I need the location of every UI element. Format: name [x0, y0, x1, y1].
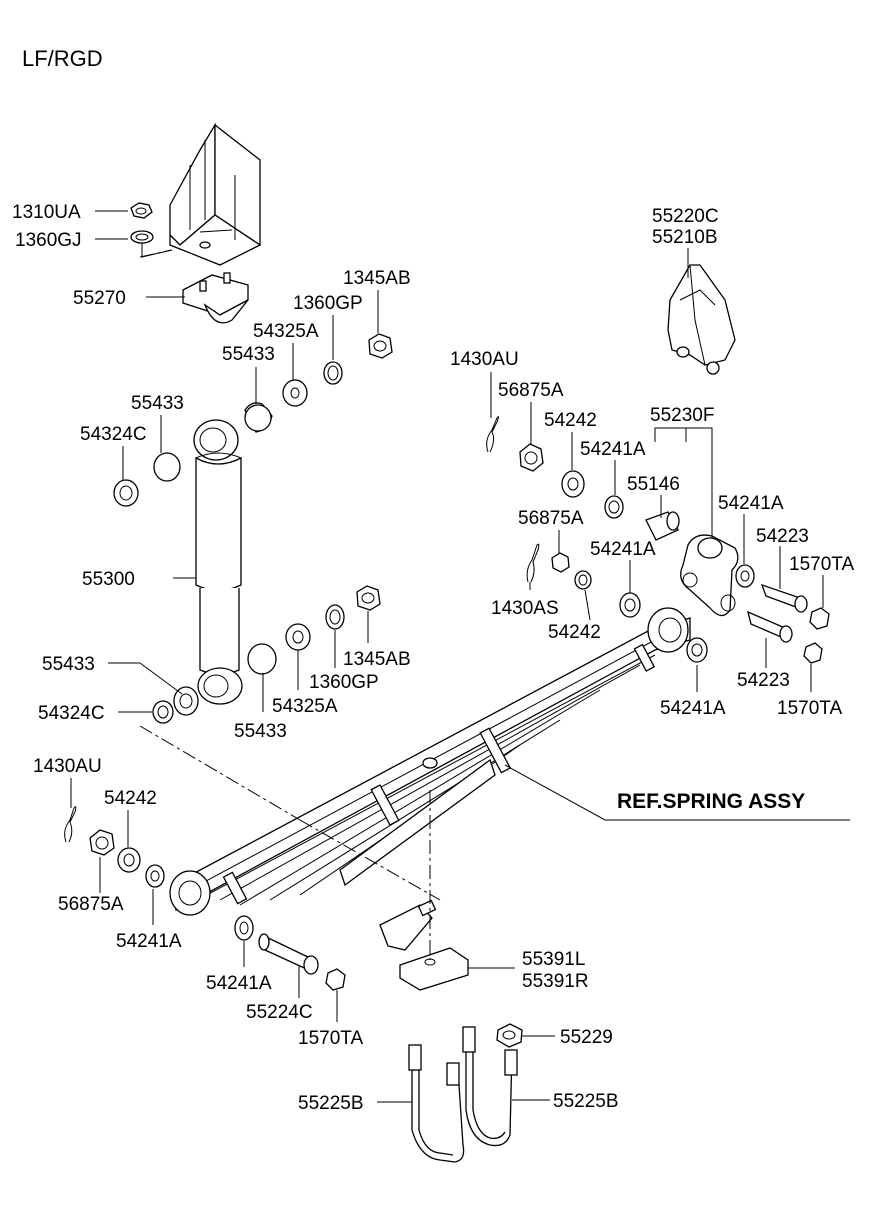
reference-lines — [139, 249, 441, 960]
callout-55225b-left: 55225B — [298, 1093, 364, 1114]
callout-55220c: 55220C — [652, 206, 719, 227]
nut-1570ta-bottom — [803, 642, 823, 664]
callout-54241a-f: 54241A — [206, 973, 272, 994]
callout-54241a-a: 54241A — [580, 439, 646, 460]
callout-1430au-top: 1430AU — [450, 349, 519, 370]
nut-1345ab-upper — [368, 333, 393, 359]
nut-1310ua — [130, 202, 153, 219]
u-bolt-55225b-left — [408, 1044, 465, 1163]
diagram-title: LF/RGD — [22, 46, 103, 71]
callout-56875a-top: 56875A — [498, 380, 564, 401]
callout-55433-mid: 55433 — [131, 393, 184, 414]
leader-lines — [70, 210, 850, 1103]
washer-1360gp-upper — [323, 361, 343, 385]
bolt-55224c — [258, 933, 319, 975]
nut-56875a-bottom — [89, 829, 115, 856]
callout-1430as: 1430AS — [491, 598, 559, 619]
callout-1570ta-low: 1570TA — [298, 1028, 363, 1049]
cotter-pin-1430as — [526, 543, 540, 583]
callout-55210b: 55210B — [652, 227, 718, 248]
washer-54241a-b — [735, 564, 755, 588]
callout-54241a-d: 54241A — [660, 698, 726, 719]
bushing-54242-top — [561, 470, 585, 498]
washer-54241a-a — [604, 495, 624, 519]
callout-55229: 55229 — [560, 1027, 613, 1048]
shock-absorber-55300 — [193, 419, 243, 705]
callout-1360gj: 1360GJ — [15, 230, 82, 251]
u-bolt-55225b-right — [462, 1026, 518, 1147]
callout-1360gp-top: 1360GP — [293, 293, 363, 314]
nut-55229 — [496, 1023, 523, 1048]
bushing-55433-mid — [153, 452, 181, 482]
callout-55225b-right: 55225B — [553, 1091, 619, 1112]
washer-54241a-d — [686, 637, 708, 663]
callout-54324c-top: 54324C — [80, 424, 147, 445]
leaf-spring-assy — [169, 607, 691, 916]
callout-54325a-top: 54325A — [253, 321, 319, 342]
bushing-55433-upper — [244, 402, 273, 433]
callout-55230f: 55230F — [650, 405, 714, 426]
callout-labels: 1310UA 1360GJ 55270 1345AB 1360GP 54325A… — [12, 202, 854, 1114]
bolt-54223-top — [760, 583, 808, 613]
washer-54241a-e — [145, 864, 165, 888]
washer-54324c-upper — [113, 479, 139, 507]
callout-56875a-mid: 56875A — [518, 508, 584, 529]
washer-1360gp-lower — [325, 604, 345, 630]
nut-1345ab-lower — [356, 585, 381, 611]
nut-56875a-mid — [551, 552, 570, 573]
callout-55270: 55270 — [73, 288, 126, 309]
washer-54241a-c — [619, 592, 641, 618]
callout-54241a-e: 54241A — [116, 931, 182, 952]
callout-54242-mid: 54242 — [548, 622, 601, 643]
callout-1570ta-top: 1570TA — [789, 554, 854, 575]
callout-55433-top: 55433 — [222, 344, 275, 365]
callout-54241a-b: 54241A — [718, 493, 784, 514]
shackle-bracket-55220c — [667, 264, 736, 375]
cotter-pin-1430au-bottom — [64, 806, 77, 843]
callout-55391l: 55391L — [522, 949, 585, 970]
nut-1570ta-low — [325, 968, 346, 991]
bushing-54242-bottom — [117, 847, 141, 873]
callout-54325a-bottom: 54325A — [272, 696, 338, 717]
washer-54324c-lower — [152, 700, 174, 724]
callout-54223-bottom: 54223 — [737, 670, 790, 691]
nut-56875a-top — [519, 443, 544, 472]
callout-55433-left: 55433 — [42, 654, 95, 675]
callout-1345ab-top: 1345AB — [343, 268, 411, 289]
shackle-55230f — [680, 534, 739, 617]
callout-55224c: 55224C — [246, 1002, 313, 1023]
callout-1570ta-bottom: 1570TA — [777, 698, 842, 719]
callout-55146: 55146 — [627, 474, 680, 495]
washer-54325a-lower — [285, 623, 311, 651]
shock-upper-bracket — [169, 122, 262, 266]
washer-1360gj — [130, 230, 173, 258]
callout-55433-bottom: 55433 — [234, 721, 287, 742]
callout-56875a-bottom: 56875A — [58, 894, 124, 915]
callout-54241a-c: 54241A — [590, 539, 656, 560]
callout-54242-bottom: 54242 — [104, 788, 157, 809]
spring-seat-55391 — [379, 899, 469, 991]
washer-54325a-upper — [282, 379, 308, 407]
bump-stop-55270 — [182, 272, 249, 324]
callout-55300: 55300 — [82, 569, 135, 590]
washer-54241a-f — [234, 915, 254, 941]
bushing-55433-lower — [247, 643, 277, 675]
ref-spring-assy-label: REF.SPRING ASSY — [617, 790, 805, 813]
callout-1345ab-bottom: 1345AB — [343, 649, 411, 670]
callout-54324c-bottom: 54324C — [38, 703, 105, 724]
nut-1570ta-top — [809, 607, 830, 630]
callout-55391r: 55391R — [522, 971, 589, 992]
callout-54242-top: 54242 — [544, 410, 597, 431]
callout-54223-top: 54223 — [756, 526, 809, 547]
callout-1360gp-bottom: 1360GP — [309, 672, 379, 693]
bushing-55146 — [645, 511, 680, 541]
bolt-54223-bottom — [747, 610, 793, 643]
callout-1430au-bottom: 1430AU — [33, 756, 102, 777]
cotter-pin-1430au-top — [486, 416, 499, 453]
bushing-55433-left — [173, 686, 199, 716]
washer-54242-mid — [574, 570, 592, 590]
callout-1310ua: 1310UA — [12, 202, 81, 223]
